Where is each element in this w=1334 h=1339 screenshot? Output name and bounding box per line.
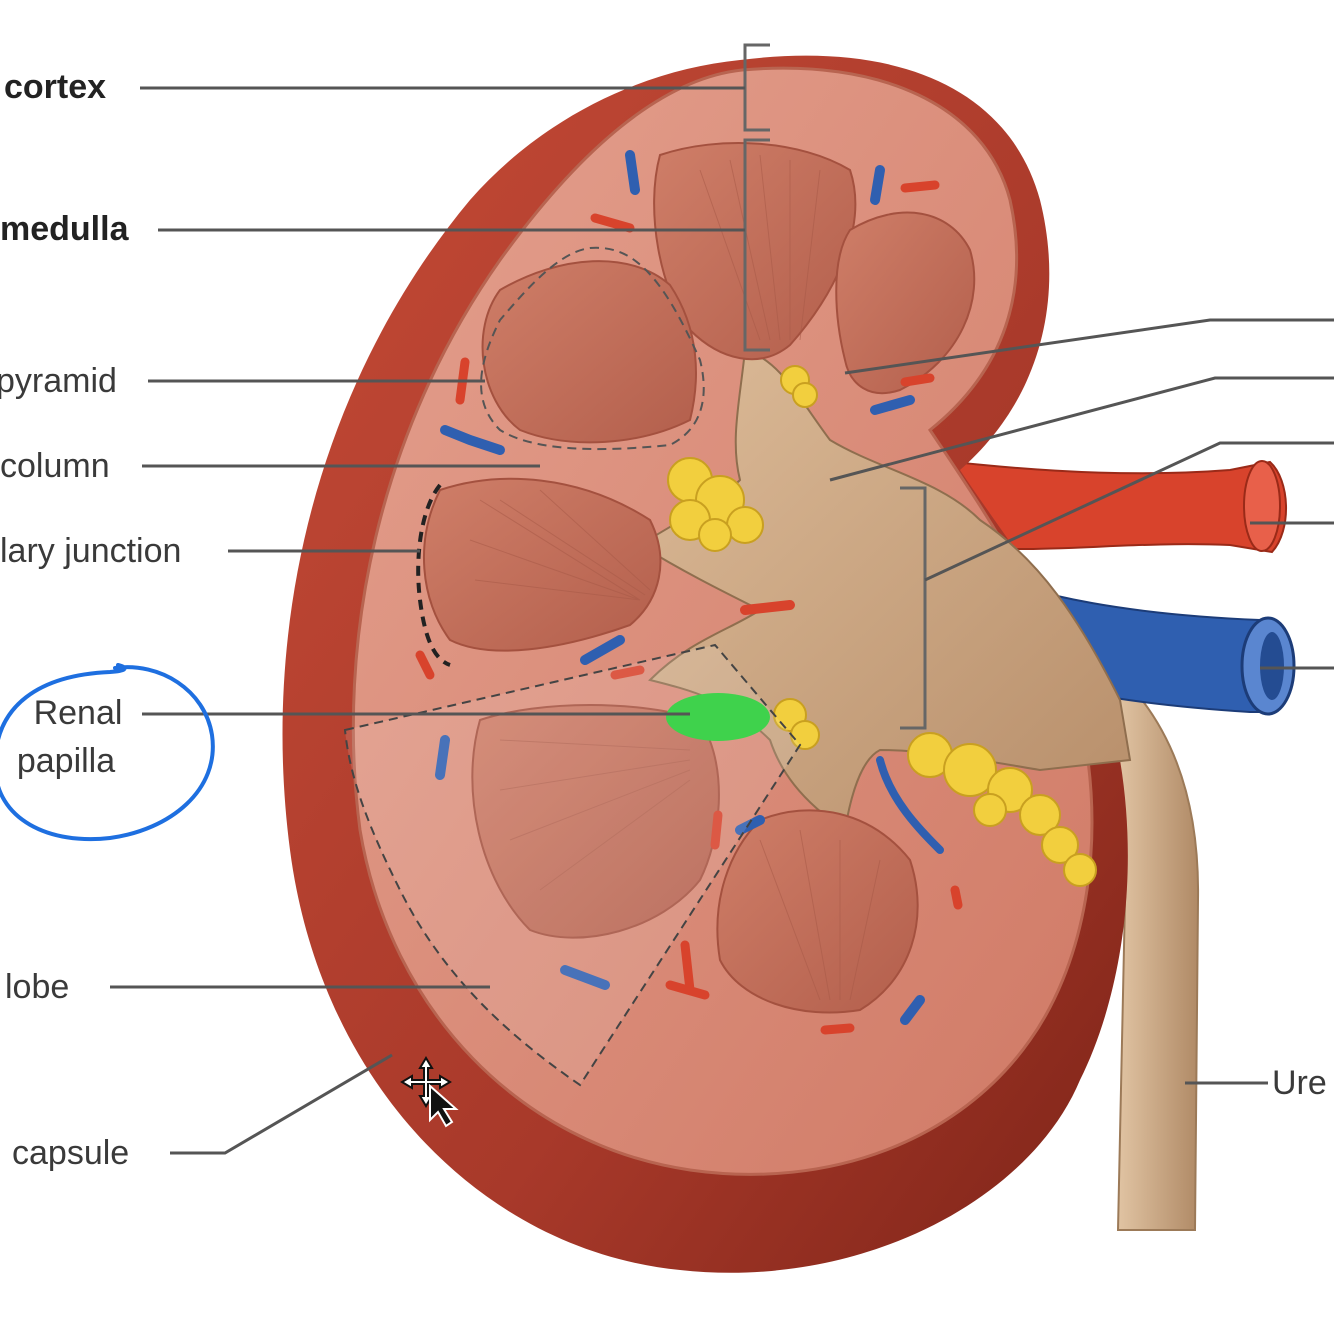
label-cortex: cortex	[4, 68, 106, 106]
label-ureter: Ure	[1272, 1064, 1327, 1102]
label-lobe: l lobe	[0, 968, 69, 1006]
label-renal: Renal	[18, 694, 138, 732]
renal-pyramid-6	[717, 810, 917, 1012]
papilla-highlight	[666, 693, 770, 741]
label-junction: lary junction	[0, 532, 181, 570]
label-column: column	[0, 447, 110, 485]
label-medulla: medulla	[0, 210, 128, 248]
renal-pyramid-3	[483, 261, 696, 442]
label-pyramid: pyramid	[0, 362, 117, 400]
label-capsule: capsule	[12, 1134, 129, 1172]
renal-artery-opening	[1244, 461, 1280, 551]
label-papilla: papilla	[6, 742, 126, 780]
renal-vein-lumen	[1260, 632, 1284, 700]
